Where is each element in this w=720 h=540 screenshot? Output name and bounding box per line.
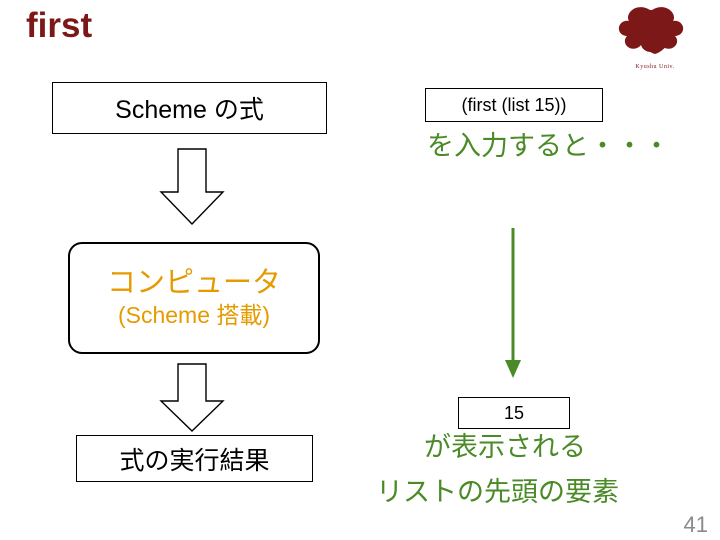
down-block-arrow-2 <box>158 363 226 433</box>
page-number: 41 <box>683 512 708 537</box>
input-code-box: (first (list 15)) <box>425 88 603 122</box>
input-description-text: を入力すると・・・ <box>427 131 670 161</box>
list-first-element-text: リストの先頭の要素 <box>376 477 619 507</box>
logo-caption: Kyushu Univ. <box>635 64 675 70</box>
output-description-text: が表示される <box>424 432 586 462</box>
down-block-arrow-1 <box>158 148 226 226</box>
computer-box: コンピュータ (Scheme 搭載) <box>68 242 320 354</box>
computer-label-sub: (Scheme 搭載) <box>117 301 271 328</box>
scheme-expression-box: Scheme の式 <box>52 82 327 134</box>
output-value-box: 15 <box>458 397 570 429</box>
university-logo-icon: Kyushu Univ. <box>600 4 710 72</box>
execution-result-box: 式の実行結果 <box>76 435 313 482</box>
green-down-arrow <box>500 228 526 385</box>
page-title: first <box>26 6 93 45</box>
computer-label-main: コンピュータ <box>106 266 281 299</box>
